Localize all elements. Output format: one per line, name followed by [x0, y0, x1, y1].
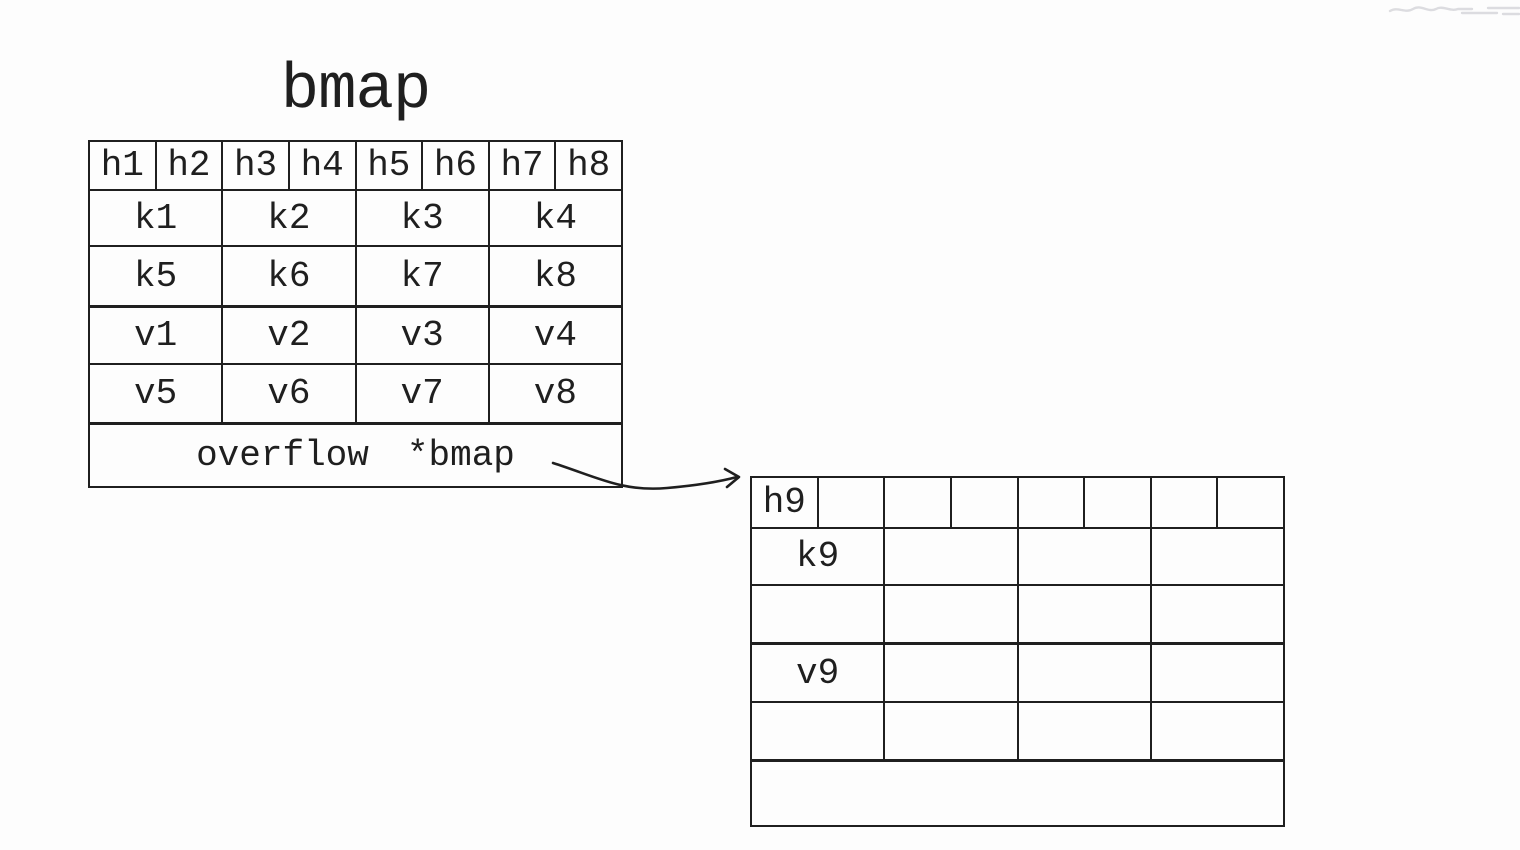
watermark-artifact — [1388, 6, 1520, 16]
key-cell: k1 — [90, 191, 224, 245]
tophash-cell — [885, 478, 952, 527]
overflow-pointer-label: *bmap — [406, 435, 515, 476]
values-row — [752, 703, 1283, 762]
value-cell — [885, 703, 1019, 759]
value-cell: v6 — [223, 365, 357, 422]
tophash-cell: h6 — [423, 142, 490, 189]
overflow-cell: overflow *bmap — [90, 425, 621, 486]
diagram-title: bmap — [280, 55, 432, 127]
tophash-cell: h7 — [490, 142, 557, 189]
key-cell — [885, 529, 1019, 584]
tophash-cell: h2 — [157, 142, 224, 189]
main-bucket-table: h1 h2 h3 h4 h5 h6 h7 h8 k1 k2 k3 k4 k5 k… — [88, 140, 623, 488]
values-row: v1 v2 v3 v4 — [90, 308, 621, 365]
key-cell — [1152, 529, 1283, 584]
key-cell: k9 — [752, 529, 886, 584]
values-row: v5 v6 v7 v8 — [90, 365, 621, 425]
tophash-cell — [819, 478, 886, 527]
value-cell: v2 — [223, 308, 357, 363]
overflow-cell — [752, 762, 1283, 825]
key-cell: k2 — [223, 191, 357, 245]
tophash-cell — [1152, 478, 1219, 527]
tophash-cell — [1218, 478, 1283, 527]
tophash-cell: h1 — [90, 142, 157, 189]
value-cell — [1019, 645, 1152, 701]
tophash-row: h1 h2 h3 h4 h5 h6 h7 h8 — [90, 142, 621, 191]
tophash-cell — [952, 478, 1019, 527]
value-cell — [885, 645, 1019, 701]
key-cell: k8 — [533, 255, 577, 297]
value-cell — [1152, 645, 1283, 701]
key-cell — [1152, 586, 1283, 642]
tophash-cell — [1085, 478, 1152, 527]
value-cell — [1152, 703, 1283, 759]
key-cell — [1019, 586, 1152, 642]
tophash-cell: h5 — [357, 142, 424, 189]
key-cell: k3 — [357, 191, 490, 245]
tophash-cell: h4 — [290, 142, 357, 189]
tophash-row: h9 — [752, 478, 1283, 529]
overflow-label: overflow — [196, 435, 369, 476]
keys-row: k1 k2 k3 k4 — [90, 191, 621, 247]
key-cell: k4 — [533, 197, 577, 239]
overflow-row: overflow *bmap — [90, 425, 621, 486]
tophash-cell: h9 — [752, 478, 819, 527]
value-cell — [1019, 703, 1152, 759]
tophash-cell — [1019, 478, 1086, 527]
value-cell: v7 — [357, 365, 490, 422]
key-cell — [885, 586, 1019, 642]
value-cell: v3 — [357, 308, 490, 363]
keys-row: k9 — [752, 529, 1283, 586]
value-cell: v5 — [90, 365, 224, 422]
tophash-cell: h8 — [567, 145, 611, 186]
overflow-bucket-table: h9 k9 v9 — [750, 476, 1285, 827]
key-cell — [752, 586, 886, 642]
overflow-row — [752, 762, 1283, 825]
value-cell: v4 — [533, 315, 577, 356]
key-cell — [1019, 529, 1152, 584]
value-cell — [752, 703, 886, 759]
keys-row — [752, 586, 1283, 645]
value-cell: v1 — [90, 308, 224, 363]
key-cell: k6 — [223, 247, 357, 305]
values-row: v9 — [752, 645, 1283, 703]
value-cell: v8 — [533, 373, 577, 414]
tophash-cell: h3 — [223, 142, 290, 189]
key-cell: k7 — [357, 247, 490, 305]
key-cell: k5 — [90, 247, 224, 305]
keys-row: k5 k6 k7 k8 — [90, 247, 621, 308]
value-cell: v9 — [752, 645, 886, 701]
